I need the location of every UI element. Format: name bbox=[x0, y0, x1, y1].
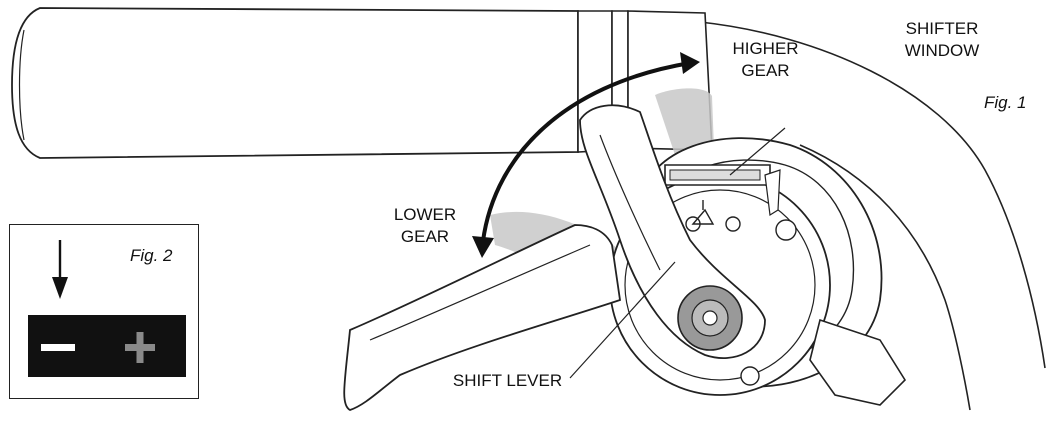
higher-gear-line2: GEAR bbox=[741, 61, 790, 80]
handlebar-curve bbox=[699, 21, 1046, 369]
shift-direction-arrow bbox=[480, 61, 691, 251]
shifter-window-label: SHIFTER WINDOW bbox=[877, 18, 1007, 62]
shift-lever-leader bbox=[569, 261, 676, 379]
lower-gear-line1: LOWER bbox=[393, 205, 457, 224]
minus-icon bbox=[41, 344, 75, 351]
lower-gear-line2: GEAR bbox=[400, 227, 450, 246]
arrow-head-lower bbox=[472, 236, 494, 258]
plus-icon bbox=[125, 332, 155, 363]
shifter-window-line2: WINDOW bbox=[904, 41, 980, 60]
shifter-window-leader bbox=[729, 127, 786, 176]
handlebar-inner-curve bbox=[799, 144, 971, 411]
bolt-icon bbox=[775, 219, 797, 241]
gear-indicator-icon bbox=[685, 200, 741, 232]
shifter-window bbox=[664, 164, 781, 217]
handlebar-grip bbox=[11, 7, 713, 159]
fig2-panel bbox=[9, 224, 199, 399]
shifter-window-line1: SHIFTER bbox=[905, 19, 979, 38]
fig2-graphic bbox=[28, 240, 186, 377]
handlebar-clamp bbox=[740, 318, 907, 406]
arrow-down-icon bbox=[52, 240, 68, 299]
lower-gear-label: LOWER GEAR bbox=[375, 204, 475, 248]
higher-gear-line1: HIGHER bbox=[732, 39, 799, 58]
fig2-label: Fig. 2 bbox=[130, 246, 173, 265]
fig1-label: Fig. 1 bbox=[984, 93, 1027, 112]
higher-gear-label: HIGHER GEAR bbox=[713, 38, 818, 82]
arrow-head-higher bbox=[680, 52, 700, 74]
release-lever bbox=[343, 224, 621, 411]
shift-lever-label: SHIFT LEVER bbox=[452, 371, 563, 390]
shift-lever bbox=[579, 104, 766, 359]
